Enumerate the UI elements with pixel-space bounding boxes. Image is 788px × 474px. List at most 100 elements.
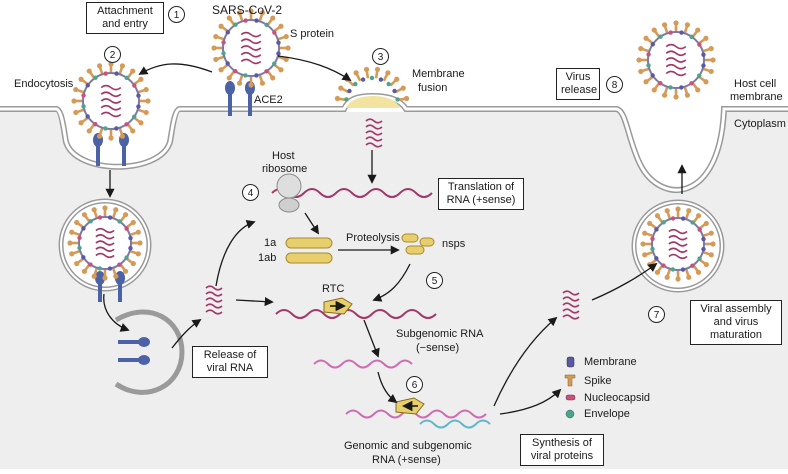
virion-assembled: [640, 206, 716, 282]
host-ribosome-label-2: ribosome: [262, 163, 308, 175]
spike-tip: [363, 66, 370, 73]
virion-attachment: [211, 8, 291, 88]
spike-tip: [695, 213, 702, 219]
legend-envelope-icon: [565, 409, 575, 419]
translation-box: Translation of RNA (+sense): [438, 178, 524, 210]
spike-tip: [96, 63, 103, 69]
synthesis-line-1: Synthesis of: [532, 437, 592, 449]
virus-release-line-2: release: [561, 84, 598, 96]
spike-tip: [651, 87, 657, 93]
spike-tip: [81, 212, 88, 218]
membrane-fusion-label-1: Membrane: [412, 68, 465, 80]
spike-tip: [642, 230, 648, 236]
synthesis-box: Synthesis of viral proteins: [520, 434, 604, 466]
spike-tip: [86, 128, 92, 134]
virus-release-box: Virus release: [556, 68, 600, 100]
spike-tip: [236, 80, 243, 86]
spike-tip: [143, 86, 149, 93]
spike-tip: [96, 133, 103, 139]
spike-tip: [67, 240, 73, 246]
spike-tip: [640, 241, 646, 247]
step-8-marker: 8: [606, 76, 623, 93]
rtc-complex: [323, 297, 353, 315]
opening-vesicle: [114, 309, 185, 395]
assembly-line-1: Viral assembly: [700, 303, 772, 315]
subgenomic-rna-label-2: (−sense): [416, 342, 460, 354]
spike-tip: [703, 79, 709, 85]
arrow-to-polyprotein: [304, 212, 319, 235]
rna-strand-rtc: [275, 309, 437, 319]
spike-tip: [91, 273, 97, 279]
arrow-to-assembly: [591, 262, 658, 301]
spike-tip: [283, 56, 289, 63]
legend-membrane-icon: [566, 356, 575, 368]
spike-tip: [102, 275, 108, 281]
genomic-rna-label-1: Genomic and subgenomic: [344, 440, 472, 452]
spike-tip: [102, 205, 108, 211]
rtc-complex-genomic: [395, 397, 425, 415]
rna-coil-synthesis: [562, 290, 580, 320]
spike-tip: [270, 15, 276, 21]
spike-tip: [686, 208, 692, 214]
membrane-inner-line: [0, 94, 788, 192]
release-rna-box: Release of viral RNA: [192, 346, 268, 378]
spike-tip: [145, 98, 151, 104]
assembly-box: Viral assembly and virus maturation: [690, 300, 782, 345]
spike-tip: [285, 45, 291, 51]
attachment-entry-box: Attachment and entry: [86, 2, 164, 34]
spike-tip: [91, 207, 97, 213]
rna-strand-genomic-cyan: [419, 419, 491, 429]
host-cell-label-1: Host cell: [734, 78, 777, 90]
spike-tip: [338, 85, 344, 91]
spike-tip: [138, 120, 144, 126]
virion-released: [636, 20, 716, 100]
host-cell-label-2: membrane: [730, 91, 783, 103]
step-3-marker: 3: [372, 48, 389, 65]
step-4-marker: 4: [242, 184, 259, 201]
spike-tip: [654, 269, 661, 275]
arrow-to-subgenomic: [363, 319, 380, 358]
spike-tip: [130, 128, 136, 134]
cytoplasm-region: [0, 112, 788, 469]
spike-tip: [211, 45, 217, 51]
spike-tip: [278, 23, 284, 29]
arrow-to-proteins: [499, 388, 562, 415]
translation-line-1: Translation of: [447, 181, 515, 193]
spike-tip: [385, 70, 391, 76]
step-1-marker: 1: [168, 6, 185, 23]
assembly-line-2: and virus: [713, 316, 759, 328]
virion-fusing: [334, 66, 410, 102]
spike-tip: [69, 251, 75, 257]
spike-tip: [226, 15, 232, 21]
attachment-entry-line-1: Attachment: [97, 5, 153, 17]
spike-tip: [703, 220, 709, 227]
spike-tip: [119, 63, 126, 69]
spike-tip: [74, 219, 80, 226]
polyprotein-1ab: [285, 252, 333, 264]
orf-1a-label: 1a: [264, 237, 277, 249]
spike-tip: [636, 57, 642, 63]
spike-tip: [248, 82, 254, 88]
assembly-line-3: maturation: [710, 329, 762, 341]
spike-tip: [684, 22, 691, 28]
translation-line-2: RNA (+sense): [446, 194, 516, 206]
arrow-to-release: [103, 293, 130, 332]
spike-tip: [643, 79, 649, 85]
spike-tip: [218, 23, 224, 29]
spike-tip: [664, 208, 670, 214]
arrow-to-ribosome: [215, 219, 256, 287]
synthesis-line-2: viral proteins: [530, 450, 594, 462]
spike-tip: [661, 92, 668, 98]
spike-tip: [218, 67, 224, 73]
arrow-nsps-to-rtc: [372, 263, 411, 302]
spike-tip: [248, 8, 254, 14]
spike-tip: [73, 109, 79, 116]
arrow-to-protein-rna: [493, 316, 558, 407]
spike-tip: [695, 27, 701, 33]
spike-tip: [695, 87, 701, 93]
legend-spike-label: Spike: [584, 375, 612, 387]
spike-tip: [686, 274, 692, 280]
spike-tip: [403, 95, 410, 102]
spike-tip: [708, 230, 714, 236]
